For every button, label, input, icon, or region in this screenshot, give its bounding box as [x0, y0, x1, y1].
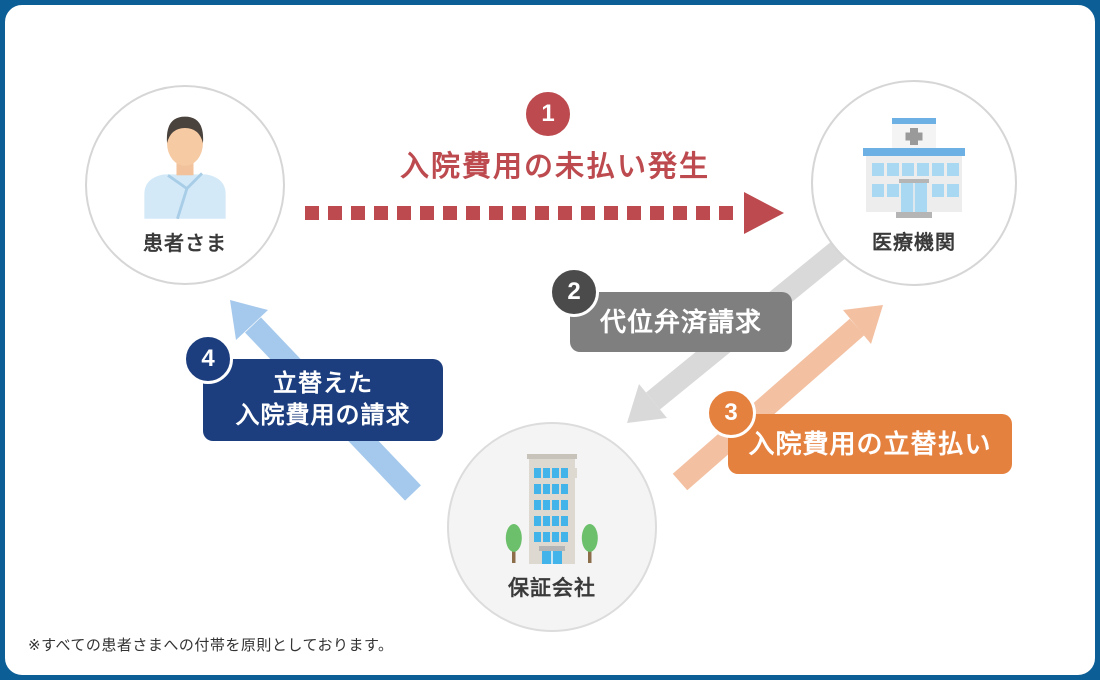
- hospital-icon: [863, 118, 965, 218]
- step4-label-line2: 入院費用の請求: [235, 402, 411, 429]
- node-hospital: 医療機関: [811, 80, 1017, 286]
- arrow-unpaid-bill-right: [305, 192, 784, 234]
- step1-number-badge: 1: [523, 89, 573, 139]
- step4-number-badge: 4: [183, 334, 233, 384]
- step4-label-line1: 立替えた: [273, 369, 373, 397]
- step4-label-box: 立替えた 入院費用の請求: [203, 359, 443, 441]
- footnote: ※すべての患者さまへの付帯を原則としております。: [28, 637, 394, 654]
- step3-label-box: 入院費用の立替払い: [728, 414, 1012, 474]
- step2-number-badge: 2: [549, 267, 599, 317]
- patient-icon: [144, 116, 226, 219]
- guarantor-label: 保証会社: [508, 577, 596, 600]
- step3-number-badge: 3: [706, 388, 756, 438]
- step1-label: 入院費用の未払い発生: [399, 151, 710, 183]
- node-guarantor: 保証会社: [447, 422, 657, 632]
- office-building-icon: [505, 454, 598, 564]
- arrow-advance-payment-upright: [672, 305, 883, 491]
- patient-label: 患者さま: [143, 233, 227, 255]
- step2-label-box: 代位弁済請求: [570, 292, 792, 352]
- node-patient: 患者さま: [85, 85, 285, 285]
- hospital-label: 医療機関: [872, 232, 956, 254]
